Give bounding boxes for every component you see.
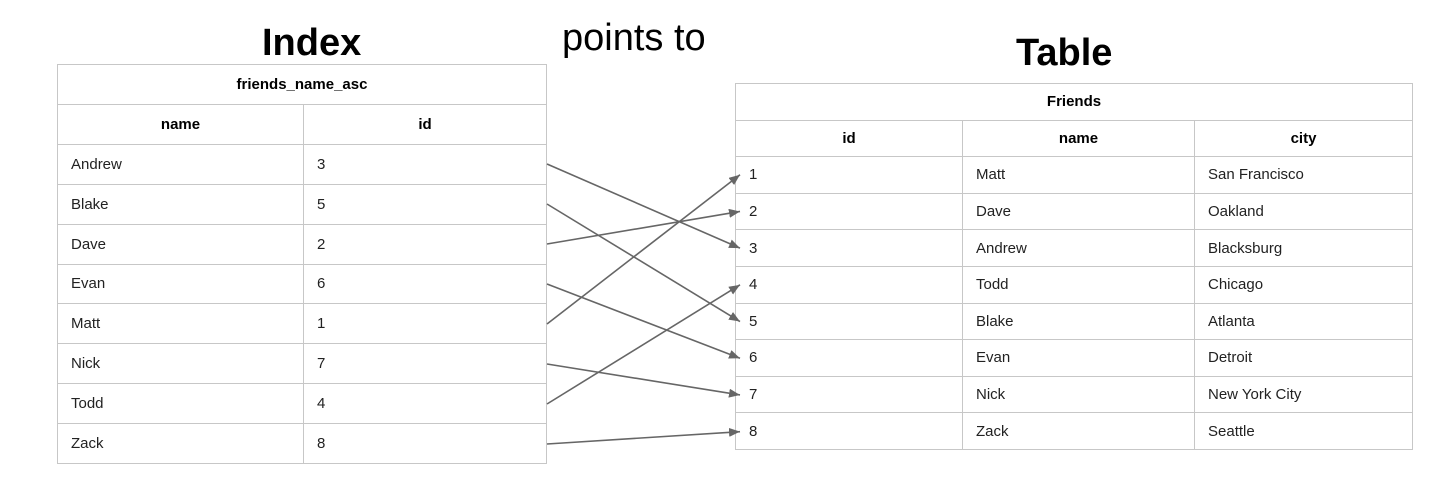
index-id-cell: 2 — [317, 235, 326, 253]
index-id-cell: 8 — [317, 435, 326, 453]
index-name-cell: Todd — [58, 384, 304, 424]
friends-city-cell: New York City — [1208, 386, 1302, 404]
table-row: 1 Matt San Francisco — [736, 157, 1412, 194]
friends-city-cell: Seattle — [1208, 422, 1255, 440]
friends-name-cell: Evan — [963, 340, 1195, 376]
index-title: Index — [262, 22, 362, 64]
friends-column-header-id: id — [736, 120, 963, 157]
table-row: Blake 5 — [58, 184, 546, 225]
index-id-cell: 7 — [317, 355, 326, 373]
index-table-name: friends_name_asc — [236, 75, 368, 93]
friends-table-header-row: id name city — [736, 120, 1412, 158]
table-title: Table — [1016, 32, 1113, 74]
friends-id-cell: 8 — [736, 413, 963, 449]
friends-table-title-row: Friends — [736, 84, 1412, 121]
table-row: Evan 6 — [58, 264, 546, 305]
friends-name-cell: Andrew — [963, 230, 1195, 266]
friends-city-cell: San Francisco — [1208, 166, 1304, 184]
index-id-cell: 5 — [317, 195, 326, 213]
index-table-title-row: friends_name_asc — [58, 65, 546, 105]
friends-name-cell: Zack — [963, 413, 1195, 449]
index-name-cell: Blake — [58, 184, 304, 224]
friends-id-cell: 7 — [736, 376, 963, 413]
index-pointer-arrow-blake — [546, 203, 741, 323]
index-table-header-row: name id — [58, 104, 546, 145]
index-name-cell: Dave — [58, 224, 304, 264]
table-row: Todd 4 — [58, 384, 546, 425]
index-column-header-name: name — [58, 104, 304, 144]
table-row: 4 Todd Chicago — [736, 266, 1412, 304]
index-id-cell: 3 — [317, 155, 326, 173]
index-id-cell: 6 — [317, 275, 326, 293]
index-pointer-arrow-evan — [546, 283, 741, 359]
index-name-cell: Matt — [58, 304, 304, 344]
index-pointer-arrow-nick — [546, 363, 741, 398]
index-name-cell: Andrew — [58, 144, 304, 184]
table-row: 7 Nick New York City — [736, 376, 1412, 414]
friends-name-cell: Matt — [963, 157, 1195, 193]
friends-city-cell: Atlanta — [1208, 312, 1255, 330]
friends-column-header-name: name — [963, 120, 1195, 157]
index-name-cell: Evan — [58, 264, 304, 304]
index-name-cell: Nick — [58, 344, 304, 384]
index-pointer-arrow-todd — [546, 284, 741, 405]
friends-id-cell: 6 — [736, 340, 963, 376]
friends-name-cell: Todd — [963, 266, 1195, 303]
table-row: Dave 2 — [58, 224, 546, 265]
index-id-cell: 1 — [317, 315, 326, 333]
friends-city-cell: Detroit — [1208, 349, 1253, 367]
friends-table-name: Friends — [1046, 93, 1102, 111]
index-pointer-arrow-andrew — [546, 163, 741, 249]
index-table: friends_name_asc name id Andrew 3 Blake … — [57, 64, 547, 464]
index-pointer-arrow-matt — [546, 174, 741, 325]
friends-name-cell: Blake — [963, 303, 1195, 340]
friends-id-cell: 3 — [736, 230, 963, 266]
table-row: Matt 1 — [58, 304, 546, 345]
friends-city-cell: Oakland — [1208, 203, 1264, 221]
table-row: 3 Andrew Blacksburg — [736, 230, 1412, 267]
friends-column-header-city: city — [1290, 129, 1317, 147]
friends-name-cell: Nick — [963, 376, 1195, 413]
points-to-label: points to — [562, 17, 706, 59]
friends-id-cell: 2 — [736, 193, 963, 230]
friends-table: Friends id name city 1 Matt San Francisc… — [735, 83, 1413, 450]
friends-id-cell: 4 — [736, 266, 963, 303]
table-row: Zack 8 — [58, 424, 546, 464]
friends-name-cell: Dave — [963, 193, 1195, 230]
table-row: 5 Blake Atlanta — [736, 303, 1412, 341]
index-pointer-arrow-zack — [546, 427, 741, 445]
friends-city-cell: Blacksburg — [1208, 239, 1283, 257]
index-id-cell: 4 — [317, 395, 326, 413]
index-column-header-id: id — [418, 115, 432, 133]
friends-city-cell: Chicago — [1208, 276, 1264, 294]
index-name-cell: Zack — [58, 424, 304, 464]
table-row: Andrew 3 — [58, 144, 546, 185]
table-row: Nick 7 — [58, 344, 546, 385]
friends-id-cell: 1 — [736, 157, 963, 193]
table-row: 8 Zack Seattle — [736, 413, 1412, 449]
table-row: 6 Evan Detroit — [736, 340, 1412, 377]
table-row: 2 Dave Oakland — [736, 193, 1412, 231]
friends-id-cell: 5 — [736, 303, 963, 340]
index-pointer-arrow-dave — [546, 208, 741, 245]
